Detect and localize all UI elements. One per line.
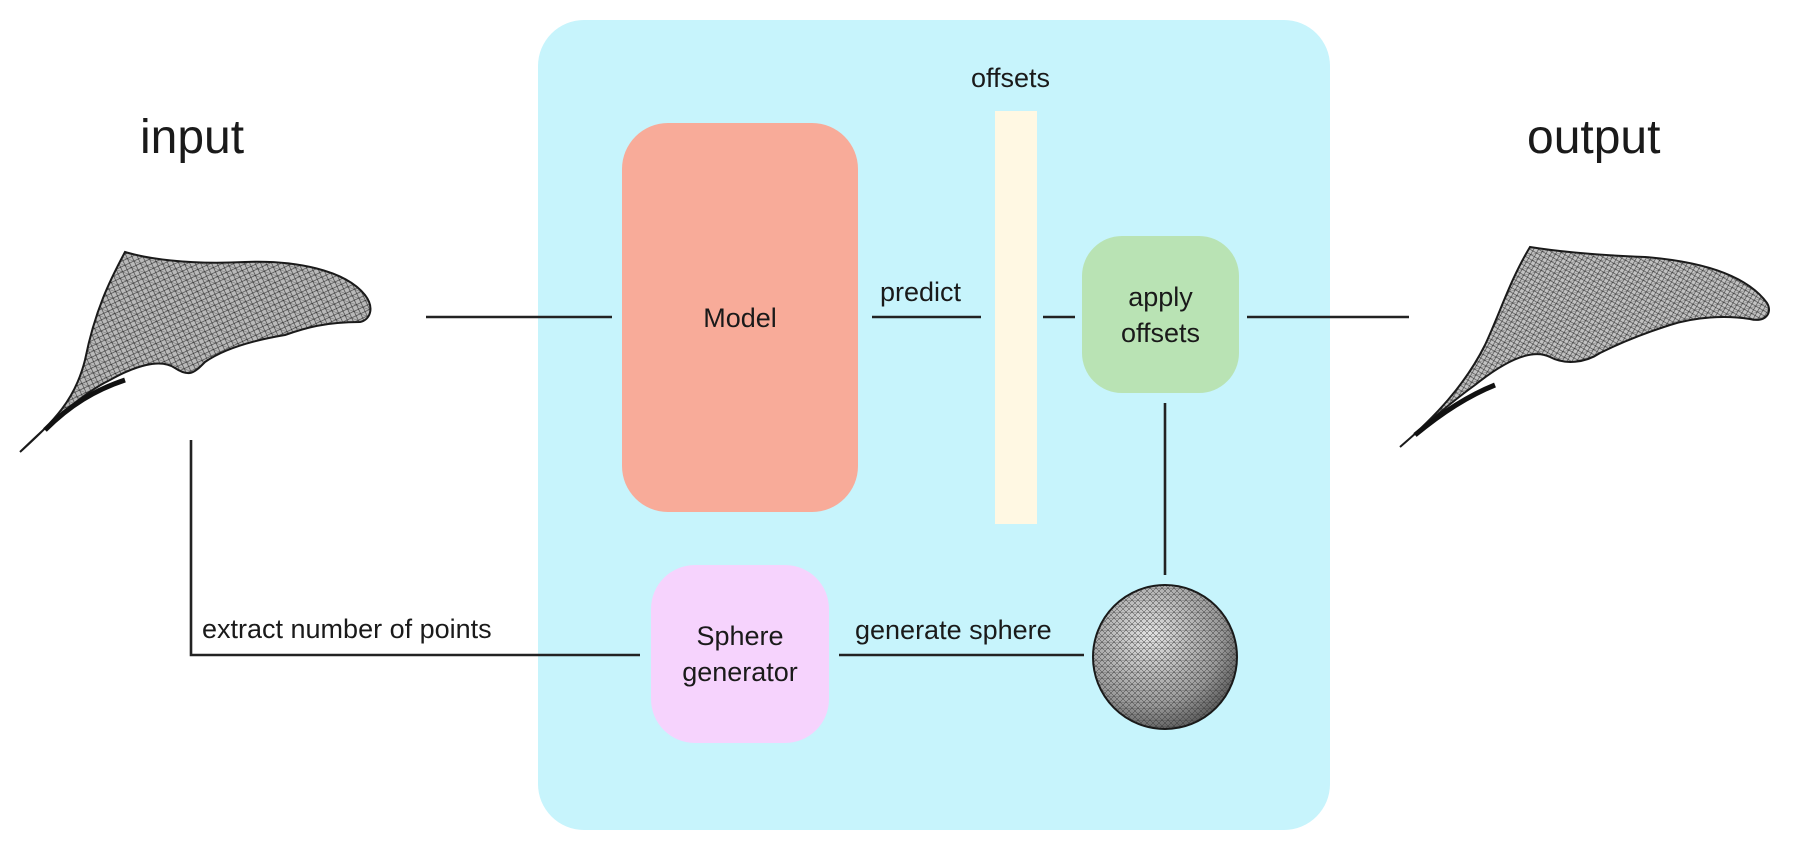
model-box: Model (622, 123, 858, 512)
output-dolphin-mesh-icon (1399, 245, 1770, 448)
sphere-generator-box: Sphere generator (651, 565, 829, 743)
apply-offsets-label: apply offsets (1120, 281, 1201, 348)
offsets-label: offsets (971, 63, 1051, 93)
sphere-mesh-icon (1092, 584, 1238, 730)
generate-sphere-label: generate sphere (855, 615, 1052, 645)
input-dolphin-body (19, 250, 372, 453)
offsets-bar (995, 111, 1037, 524)
input-dolphin-mesh-icon (19, 250, 372, 453)
input-title: input (140, 111, 245, 164)
extract-points-line (189, 440, 640, 657)
sphere-generator-label: Sphere generator (682, 621, 798, 687)
predict-label: predict (880, 277, 962, 307)
apply-offsets-box: apply offsets (1082, 236, 1239, 393)
output-title: output (1527, 111, 1661, 164)
output-dolphin-body (1399, 245, 1770, 448)
model-label: Model (703, 302, 777, 333)
extract-points-label: extract number of points (202, 614, 492, 644)
